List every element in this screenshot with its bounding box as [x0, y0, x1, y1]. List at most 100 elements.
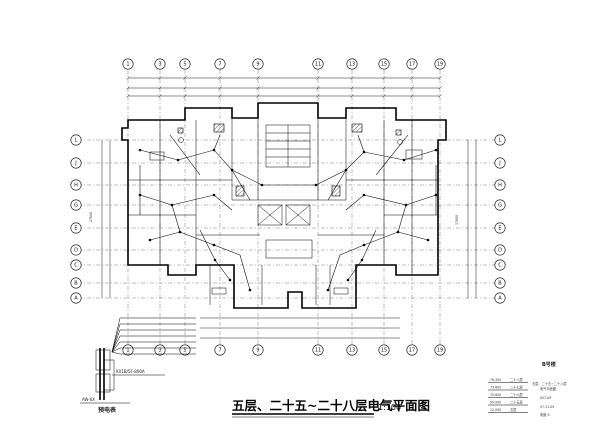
sheet-caption-2: 电气平面图 — [540, 386, 556, 391]
grid-bubble-bottom-3: 3 — [154, 344, 166, 356]
grid-bubble-right-E-label: E — [498, 225, 501, 231]
grid-bubble-top-11-label: 11 — [315, 61, 321, 67]
grid-bubble-right-C: C — [494, 259, 506, 271]
grid-bubble-bottom-17-label: 17 — [409, 347, 415, 353]
drawing-title: 五层、二十五~二十八层电气平面图 1:100 — [232, 398, 430, 418]
grid-bubble-bottom-7: 7 — [214, 344, 226, 356]
elevation-floor: 二十五层 — [510, 400, 523, 405]
drawing-title-text: 五层、二十五~二十八层电气平面图 — [232, 398, 430, 413]
grid-bubble-top-9-label: 9 — [256, 61, 259, 67]
grid-bubble-left-J: J — [70, 157, 82, 169]
grid-bubble-top-17: 17 — [406, 58, 418, 70]
grid-bubble-top-3: 3 — [154, 58, 166, 70]
feeder-riser-diagram: KX1B/5F-800A AW-6X 预电表 — [80, 317, 196, 414]
bottom-dimension-lines — [200, 317, 400, 339]
elevation-value: 73.600 — [490, 386, 501, 390]
grid-bubble-left-D: D — [70, 244, 82, 256]
grid-bubble-top-15: 15 — [378, 58, 390, 70]
grid-bubble-left-H-label: H — [74, 182, 78, 188]
building-outline — [121, 102, 447, 309]
grid-bubbles-right: L J H G E DC B A — [494, 134, 506, 304]
grid-bubble-left-A-label: A — [74, 295, 78, 301]
grid-bubble-right-D: D — [494, 244, 506, 256]
grid-bubble-right-J: J — [494, 157, 506, 169]
grid-bubble-left-L: L — [70, 134, 82, 146]
grid-bubble-top-5: 5 — [179, 58, 191, 70]
grid-bubble-right-H: H — [494, 179, 506, 191]
grid-bubble-bottom-9-label: 9 — [256, 347, 259, 353]
grid-bubble-top-19: 19 — [434, 58, 446, 70]
grid-bubble-top-1-label: 1 — [126, 61, 129, 67]
grid-bubble-right-L-label: L — [499, 137, 502, 143]
grid-bubble-right-H-label: H — [498, 182, 502, 188]
grid-bubble-top-5-label: 5 — [183, 61, 186, 67]
grid-bubble-bottom-1-label: 1 — [126, 347, 129, 353]
grid-bubble-right-G: G — [494, 199, 506, 211]
grid-bubble-left-A: A — [70, 292, 82, 304]
grid-bubble-left-J-label: J — [74, 160, 76, 166]
grid-bubble-left-B: B — [70, 277, 82, 289]
grid-bubble-top-13: 13 — [346, 58, 358, 70]
grid-bubble-bottom-15-label: 15 — [381, 347, 387, 353]
grid-bubble-bottom-19: 19 — [434, 344, 446, 356]
grid-bubble-bottom-3-label: 3 — [158, 347, 161, 353]
grid-bubble-left-C-label: C — [74, 262, 78, 268]
grid-bubble-top-17-label: 17 — [409, 61, 415, 67]
grid-bubble-bottom-15: 15 — [378, 344, 390, 356]
grid-bubble-right-G-label: G — [498, 202, 502, 208]
grid-bubble-top-7-label: 7 — [218, 61, 221, 67]
grid-bubble-right-A: A — [494, 292, 506, 304]
grid-bubble-right-A-label: A — [498, 295, 502, 301]
sheet-number: 电施-5 — [540, 412, 550, 417]
grid-bubble-left-E: E — [70, 222, 82, 234]
lighting-wiring — [138, 134, 438, 292]
svg-text:17800: 17800 — [89, 212, 93, 222]
elevation-floor: 二十六层 — [510, 392, 523, 397]
grid-bubble-bottom-13-label: 13 — [349, 347, 355, 353]
grid-bubble-top-15-label: 15 — [381, 61, 387, 67]
grid-bubble-left-G-label: G — [74, 202, 78, 208]
grid-bubble-left-E-label: E — [74, 225, 77, 231]
grid-bubble-bottom-19-label: 19 — [437, 347, 443, 353]
grid-bubbles-left: L J H G E D C BA — [70, 134, 82, 304]
grid-bubble-right-E: E — [494, 222, 506, 234]
grid-bubble-bottom-9: 9 — [252, 344, 264, 356]
code-2: 07.11-05 — [540, 405, 554, 409]
grid-bubble-bottom-7-label: 7 — [218, 347, 221, 353]
drawing-scale: 1:100 — [378, 403, 401, 412]
grid-bubble-top-11: 11 — [312, 58, 324, 70]
grid-bubble-top-13-label: 13 — [349, 61, 355, 67]
grid-bubble-bottom-5-label: 5 — [183, 347, 186, 353]
grid-bubble-bottom-11-label: 11 — [315, 347, 321, 353]
elevation-floor: 二十八层 — [510, 377, 523, 382]
grid-bubble-right-L: L — [494, 134, 506, 146]
grid-bubble-right-B: B — [494, 277, 506, 289]
grid-bubble-top-3-label: 3 — [158, 61, 161, 67]
grid-bubble-left-D-label: D — [74, 247, 78, 253]
elevation-value: 12.000 — [490, 408, 501, 412]
meter-box-label: 预电表 — [98, 406, 117, 414]
grid-bubble-top-19-label: 19 — [437, 61, 443, 67]
grid-bubble-left-G: G — [70, 199, 82, 211]
elevation-floor: 五层 — [510, 407, 516, 412]
building-label: B号楼 — [542, 361, 556, 368]
sheet-caption-1: 五层、二十五~二十八层 — [532, 381, 567, 386]
code-1: 007-09 — [540, 396, 551, 400]
grid-bubble-bottom-13: 13 — [346, 344, 358, 356]
svg-text:17800: 17800 — [455, 215, 459, 225]
elevation-floor: 二十七层 — [510, 385, 523, 390]
grid-bubble-top-9: 9 — [252, 58, 264, 70]
grid-bubble-left-H: H — [70, 179, 82, 191]
grid-bubble-bottom-11: 11 — [312, 344, 324, 356]
grid-bubble-right-B-label: B — [498, 280, 502, 286]
grid-bubble-left-L-label: L — [75, 137, 78, 143]
bus-label: AW-6X — [82, 397, 95, 402]
grid-bubble-right-J-label: J — [498, 160, 500, 166]
side-dimension-lines: 17800 17800 — [89, 140, 477, 298]
grid-bubble-left-C: C — [70, 259, 82, 271]
top-dimension-lines — [126, 76, 442, 98]
